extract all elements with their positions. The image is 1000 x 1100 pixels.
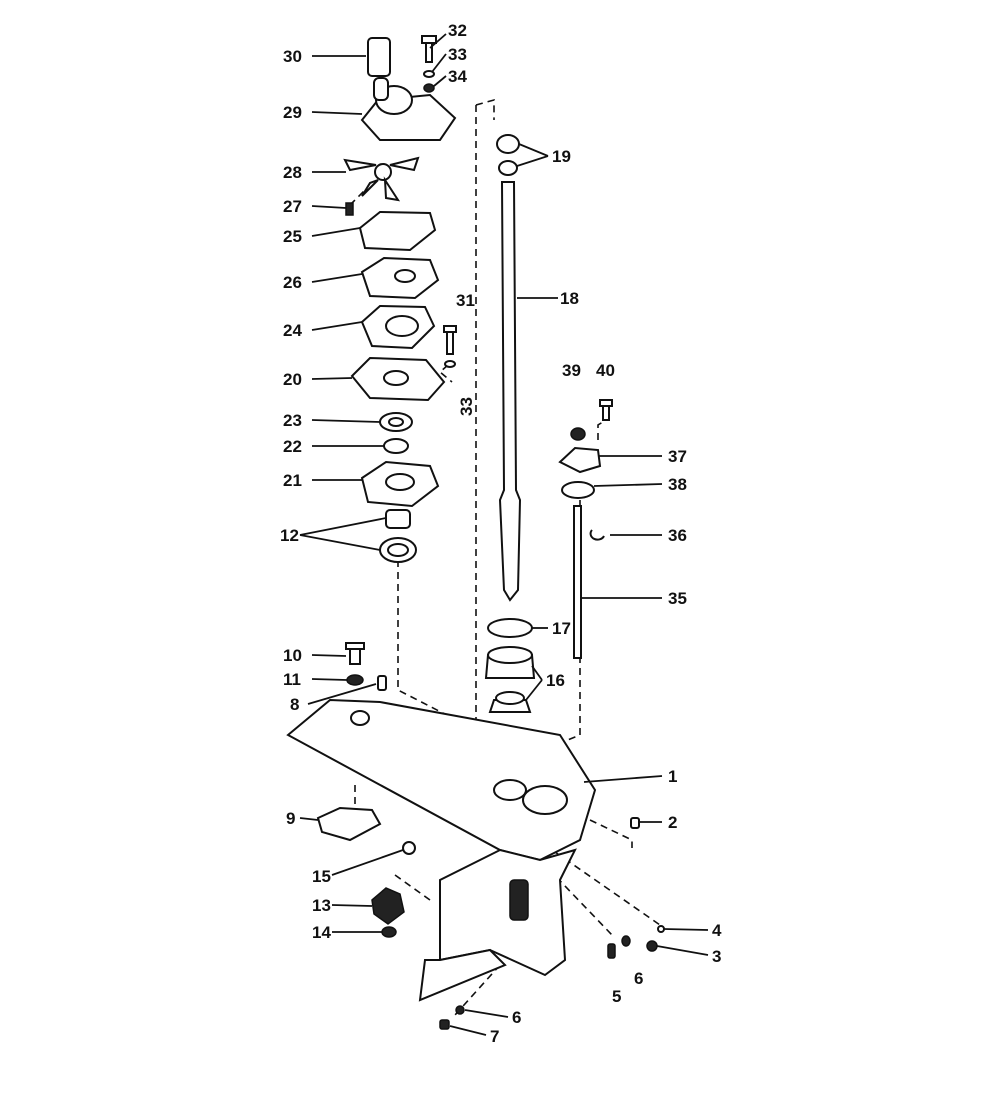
callout-6-right: 6 [634, 969, 643, 988]
part-9-anode [316, 806, 382, 842]
part-25-gasket [358, 210, 437, 252]
part-2-plug [630, 817, 640, 829]
part-35-shift-shaft [573, 505, 582, 659]
callout-11: 11 [283, 670, 301, 689]
callout-25: 25 [283, 227, 302, 246]
part-31-bolt [446, 329, 454, 355]
callout-28: 28 [283, 163, 302, 182]
callout-8: 8 [290, 695, 299, 714]
part-39-nut [570, 427, 586, 441]
part-8-pin [377, 675, 387, 691]
callout-4: 4 [712, 921, 722, 940]
part-6-washer-b [455, 1005, 465, 1015]
part-36-clip [589, 529, 605, 541]
callout-12: 12 [280, 526, 299, 545]
callout-10: 10 [283, 646, 302, 665]
part-5-screw [607, 943, 616, 959]
callout-18: 18 [560, 289, 579, 308]
part-30-sleeve [367, 37, 391, 77]
callout-2: 2 [668, 813, 677, 832]
callout-34: 34 [448, 67, 467, 86]
part-4 [657, 925, 665, 933]
part-37-bracket [558, 446, 602, 474]
callout-29: 29 [283, 103, 302, 122]
callout-26: 26 [283, 273, 302, 292]
callout-13: 13 [312, 896, 331, 915]
callout-16: 16 [546, 671, 565, 690]
callout-7: 7 [490, 1027, 499, 1046]
callout-14: 14 [312, 923, 331, 942]
part-22-seal [383, 438, 409, 454]
part-17-shim [487, 618, 533, 638]
callout-24: 24 [283, 321, 302, 340]
callout-31: 31 [456, 291, 475, 310]
part-14-nut [381, 926, 397, 938]
leader-lines [299, 33, 709, 1036]
callout-5: 5 [612, 987, 621, 1006]
callout-32: 32 [448, 21, 467, 40]
callout-33-top: 33 [448, 45, 467, 64]
part-18-driveshaft [498, 181, 522, 602]
part-28-impeller [343, 156, 420, 202]
callout-23: 23 [283, 411, 302, 430]
callout-21: 21 [283, 471, 302, 490]
callout-40: 40 [596, 361, 615, 380]
part-12-bearing-upper [385, 509, 411, 529]
callout-3: 3 [712, 947, 721, 966]
callout-27: 27 [283, 197, 302, 216]
callout-30: 30 [283, 47, 302, 66]
part-34-nut [423, 83, 435, 93]
callout-35: 35 [668, 589, 687, 608]
callout-37: 37 [668, 447, 687, 466]
part-3 [646, 940, 658, 952]
callout-20: 20 [283, 370, 302, 389]
callout-17: 17 [552, 619, 571, 638]
callout-39: 39 [562, 361, 581, 380]
part-27-key [345, 202, 354, 216]
part-7-screw [439, 1019, 450, 1030]
callout-15: 15 [312, 867, 331, 886]
callout-36: 36 [668, 526, 687, 545]
part-19-bushing [496, 134, 520, 154]
callout-19: 19 [552, 147, 571, 166]
part-13-gear [371, 887, 405, 925]
part-33-washer [423, 70, 435, 78]
parts [286, 35, 665, 1030]
part-15 [402, 841, 416, 855]
part-11-washer [346, 674, 364, 686]
callout-22: 22 [283, 437, 302, 456]
callout-9: 9 [286, 809, 295, 828]
callout-38: 38 [668, 475, 687, 494]
part-6-washer-a [621, 935, 631, 947]
callout-1: 1 [668, 767, 677, 786]
callout-labels: 30 32 33 34 29 19 28 27 25 26 18 31 24 3… [280, 21, 722, 1046]
part-1-gear-housing [286, 698, 597, 1002]
callout-33-lower: 33 [457, 397, 476, 416]
part-38-o-ring [561, 481, 595, 499]
callout-6-bottom: 6 [512, 1008, 521, 1027]
